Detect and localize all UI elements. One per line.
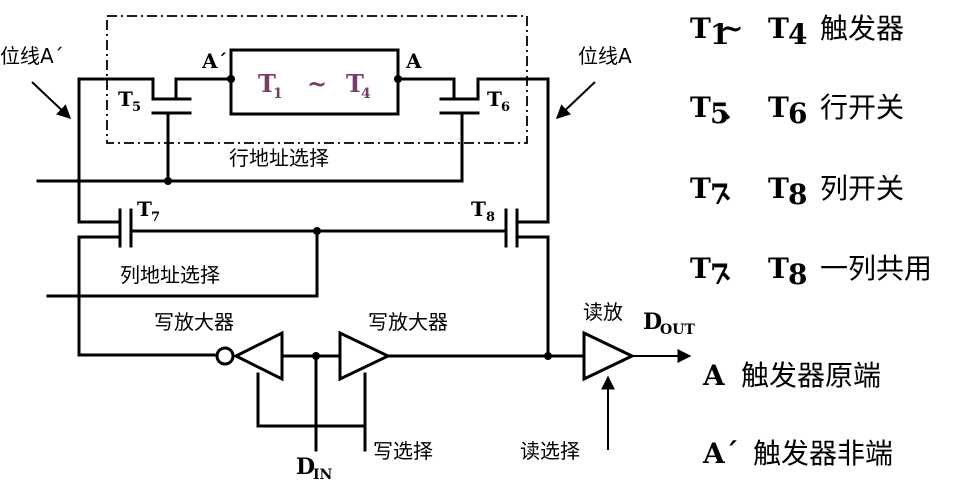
legend-1-a-sub: 1 (710, 18, 729, 51)
flipflop-label-tilde: ~ (307, 69, 327, 98)
legend-2-a-sub: 5 (710, 97, 729, 130)
din-label-sub: IN (313, 467, 333, 483)
bitline-left-label: 位线A´ (0, 44, 64, 68)
legend-3-b: T (768, 172, 789, 205)
wire-a-t6 (396, 77, 456, 101)
legend-6-desc: 触发器非端 (753, 437, 893, 470)
row-select-dot (164, 177, 172, 185)
flipflop-label-sub1: 1 (273, 86, 283, 102)
legend-1-b: T (768, 12, 789, 45)
t8-bottom-lead (515, 235, 550, 357)
t7-label-sub: 7 (151, 210, 160, 225)
legend-3-desc: 列开关 (820, 172, 904, 205)
read-amp-label: 读放 (583, 300, 623, 324)
legend-1-b-sub: 4 (788, 18, 807, 51)
wire-aprime-t5 (174, 77, 233, 101)
legend-3-a-sub: 7 (710, 178, 729, 211)
t5-label-sub: 5 (132, 100, 141, 115)
legend-2-b: T (768, 91, 789, 124)
legend-3-sep: 、 (720, 172, 748, 205)
legend-row-5: A 触发器原端 (702, 359, 881, 392)
din-label: D (296, 454, 315, 480)
node-a-label: A (405, 49, 422, 73)
t8-label: T (471, 197, 486, 221)
legend-4-a: T (690, 252, 711, 285)
wire-t6-bitline-right (476, 77, 550, 224)
legend-4-b: T (768, 252, 789, 285)
legend-6-sym: A´ (702, 437, 739, 470)
write-amp-left-label: 写放大器 (154, 310, 234, 334)
legend-1-desc: 触发器 (820, 12, 904, 45)
legend-2-desc: 行开关 (820, 91, 904, 124)
t6-label: T (487, 87, 502, 111)
flipflop-label-t4: T (346, 69, 364, 98)
t6-label-sub: 6 (501, 100, 510, 115)
bitline-left-arrow (31, 81, 72, 119)
row-select-label: 行地址选择 (229, 146, 329, 170)
legend-row-4: T 7 、 T 8 一列共用 (690, 252, 932, 291)
read-select-label: 读选择 (520, 439, 580, 463)
legend-4-sep: 、 (720, 252, 748, 285)
legend-4-a-sub: 7 (710, 258, 729, 291)
write-select-left-branch (256, 372, 367, 428)
legend-3-a: T (690, 172, 711, 205)
flipflop-label-sub4: 4 (361, 86, 371, 102)
write-amp-right-label: 写放大器 (368, 310, 448, 334)
bitline-right-dot (544, 352, 552, 360)
col-select-line (46, 229, 319, 298)
t5-label: T (118, 87, 133, 111)
legend-1-sep: ~ (720, 12, 743, 45)
bitline-right-label: 位线A (578, 44, 632, 68)
write-amplifier-right (338, 330, 392, 382)
legend-5-desc: 触发器原端 (741, 359, 881, 392)
write-select-label: 写选择 (373, 439, 433, 463)
t7-bottom-lead (77, 235, 122, 357)
t7-label: T (137, 197, 152, 221)
legend-2-sep: 、 (720, 91, 748, 124)
t8-label-sub: 8 (486, 210, 495, 225)
legend-4-desc: 一列共用 (820, 252, 932, 285)
wire-t5-bitline-left (77, 77, 155, 224)
legend-row-6: A´ 触发器非端 (702, 437, 893, 470)
legend-row-2: T 5 、 T 6 行开关 (690, 91, 904, 130)
dout-label-sub: OUT (660, 322, 695, 338)
legend-row-3: T 7 、 T 8 列开关 (690, 172, 904, 211)
col-select-label: 列地址选择 (120, 263, 220, 287)
node-a-prime-label: A´ (201, 49, 228, 73)
bitline-right-arrow (555, 81, 596, 119)
read-amplifier (582, 330, 636, 382)
legend-1-a: T (690, 12, 711, 45)
dout-label: D (643, 309, 662, 335)
legend-2-b-sub: 6 (788, 97, 807, 130)
legend-5-sym: A (702, 359, 726, 392)
write-amplifier-left-bubble (215, 346, 235, 366)
legend-4-b-sub: 8 (788, 258, 807, 291)
legend-2-a: T (690, 91, 711, 124)
legend: T 1 ~ T 4 触发器 T 5 、 T 6 行开关 T 7 、 T 8 列开… (690, 12, 932, 470)
flipflop-label-t: T (258, 69, 276, 98)
legend-row-1: T 1 ~ T 4 触发器 (690, 12, 904, 51)
legend-3-b-sub: 8 (788, 178, 807, 211)
write-amplifier-left (232, 330, 284, 382)
